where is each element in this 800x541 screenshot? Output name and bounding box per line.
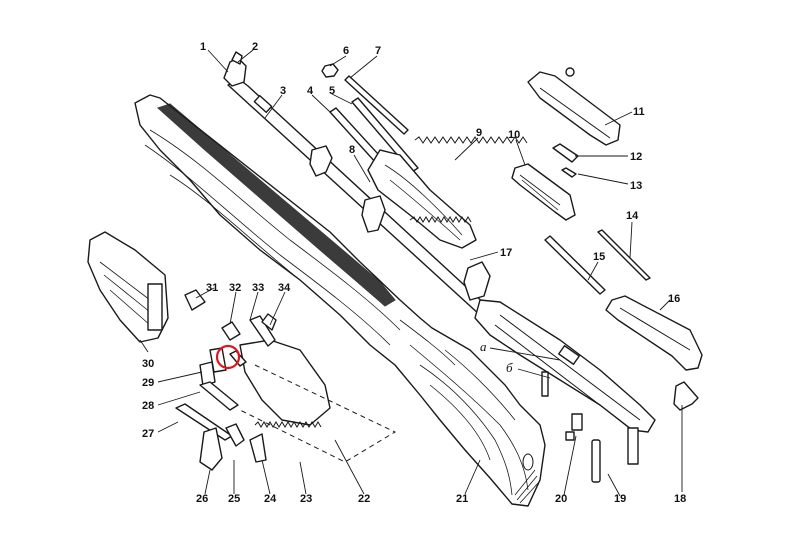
label-3: 3 [280,85,286,97]
label-4: 4 [307,85,314,97]
label-6: 6 [343,45,349,57]
pin-13-part [561,167,577,178]
leader-lines [139,49,683,497]
cleaning-rod-part [344,75,409,135]
firing-pin-part [597,229,651,281]
receiver-cover-part [527,67,621,146]
label-24: 24 [264,493,277,505]
spring-guide-part [544,235,606,295]
label-30: 30 [142,358,154,370]
label-22: 22 [358,493,370,505]
highlight-circle [215,344,241,370]
barrel-part [223,51,501,327]
label-13: 13 [630,180,642,192]
label-26: 26 [196,493,208,505]
pin-18-part [673,381,699,411]
label-14: 14 [626,210,639,222]
magazine-part [87,231,169,343]
label-23: 23 [300,493,312,505]
trigger-group-outline [239,364,397,463]
label-31: 31 [206,282,218,294]
spring-17-part [409,216,472,223]
callout-labels: 1 2 3 4 5 6 7 8 9 10 11 12 13 14 15 16 1… [142,41,686,505]
label-18: 18 [674,493,686,505]
label-11: 11 [633,106,645,118]
label-1: 1 [200,41,206,53]
label-5: 5 [329,85,335,97]
handguard-part [367,149,477,249]
operating-rod-part [351,97,419,173]
stock-part [134,94,546,507]
label-29: 29 [142,377,154,389]
label-9: 9 [476,127,482,139]
label-28: 28 [142,400,154,412]
recoil-spring-part [414,136,528,144]
label-27: 27 [142,428,154,440]
label-2: 2 [252,41,258,53]
part-20 [565,413,583,441]
label-16: 16 [668,293,680,305]
label-8: 8 [349,144,355,156]
label-12: 12 [630,151,642,163]
label-32: 32 [229,282,241,294]
label-33: 33 [252,282,264,294]
label-34: 34 [278,282,291,294]
label-21: 21 [456,493,468,505]
label-17: 17 [500,247,512,259]
bolt-carrier-part [511,163,576,221]
label-10: 10 [508,129,520,141]
label-7: 7 [375,45,381,57]
receiver-part [474,299,656,465]
dust-cover-part [605,295,703,371]
label-b: б [506,360,513,375]
pin-12-part [552,143,579,163]
part-19 [591,439,601,483]
trigger-group-part [175,289,331,471]
label-19: 19 [614,493,626,505]
label-20: 20 [555,493,567,505]
label-25: 25 [228,493,240,505]
label-a: а [480,339,487,354]
label-15: 15 [593,251,605,263]
